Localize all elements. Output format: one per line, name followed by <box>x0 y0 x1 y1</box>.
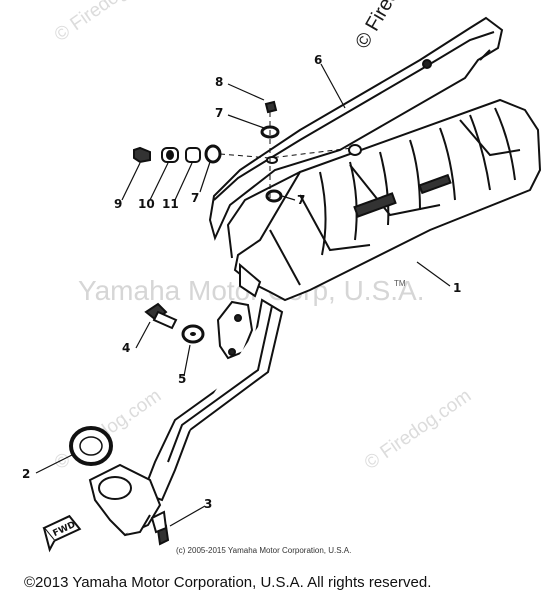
callout-4: 4 <box>122 341 130 355</box>
exhaust-pipe <box>88 298 284 537</box>
callout-7-top: 7 <box>215 106 223 120</box>
callout-8: 8 <box>215 75 223 89</box>
top-fastener <box>260 100 362 203</box>
bolt-3 <box>150 510 170 546</box>
callout-10: 10 <box>138 197 155 211</box>
watermark-firedog-left: © Firedog.com <box>51 385 165 474</box>
fwd-marker: FWD <box>42 514 82 553</box>
washer-5 <box>181 324 205 344</box>
callout-3: 3 <box>204 497 212 511</box>
callout-11: 11 <box>162 197 179 211</box>
callout-labels: 1 2 3 4 5 6 7 7 7 8 9 10 11 TM <box>22 53 461 511</box>
callout-5: 5 <box>178 372 186 386</box>
muffler <box>226 98 542 302</box>
callout-7-left: 7 <box>191 191 199 205</box>
callout-1: 1 <box>453 281 461 295</box>
bolt-4 <box>144 302 178 330</box>
callout-9: 9 <box>114 197 122 211</box>
callouts <box>35 63 451 527</box>
copyright-footer: ©2013 Yamaha Motor Corporation, U.S.A. A… <box>24 574 431 591</box>
copyright-small: (c) 2005-2015 Yamaha Motor Corporation, … <box>176 546 351 555</box>
trademark-symbol: TM <box>394 279 406 288</box>
heat-guard <box>208 16 504 241</box>
gasket <box>69 426 113 466</box>
callout-6: 6 <box>314 53 322 67</box>
callout-2: 2 <box>22 467 30 481</box>
callout-7-right: 7 <box>297 193 305 207</box>
hardware-row <box>133 144 222 164</box>
watermark-firedog-corner: © Fired <box>351 0 403 52</box>
watermark-firedog-right: © Firedog.com <box>361 385 475 474</box>
watermark-firedog-top-left: © Firedog.com <box>51 0 165 46</box>
